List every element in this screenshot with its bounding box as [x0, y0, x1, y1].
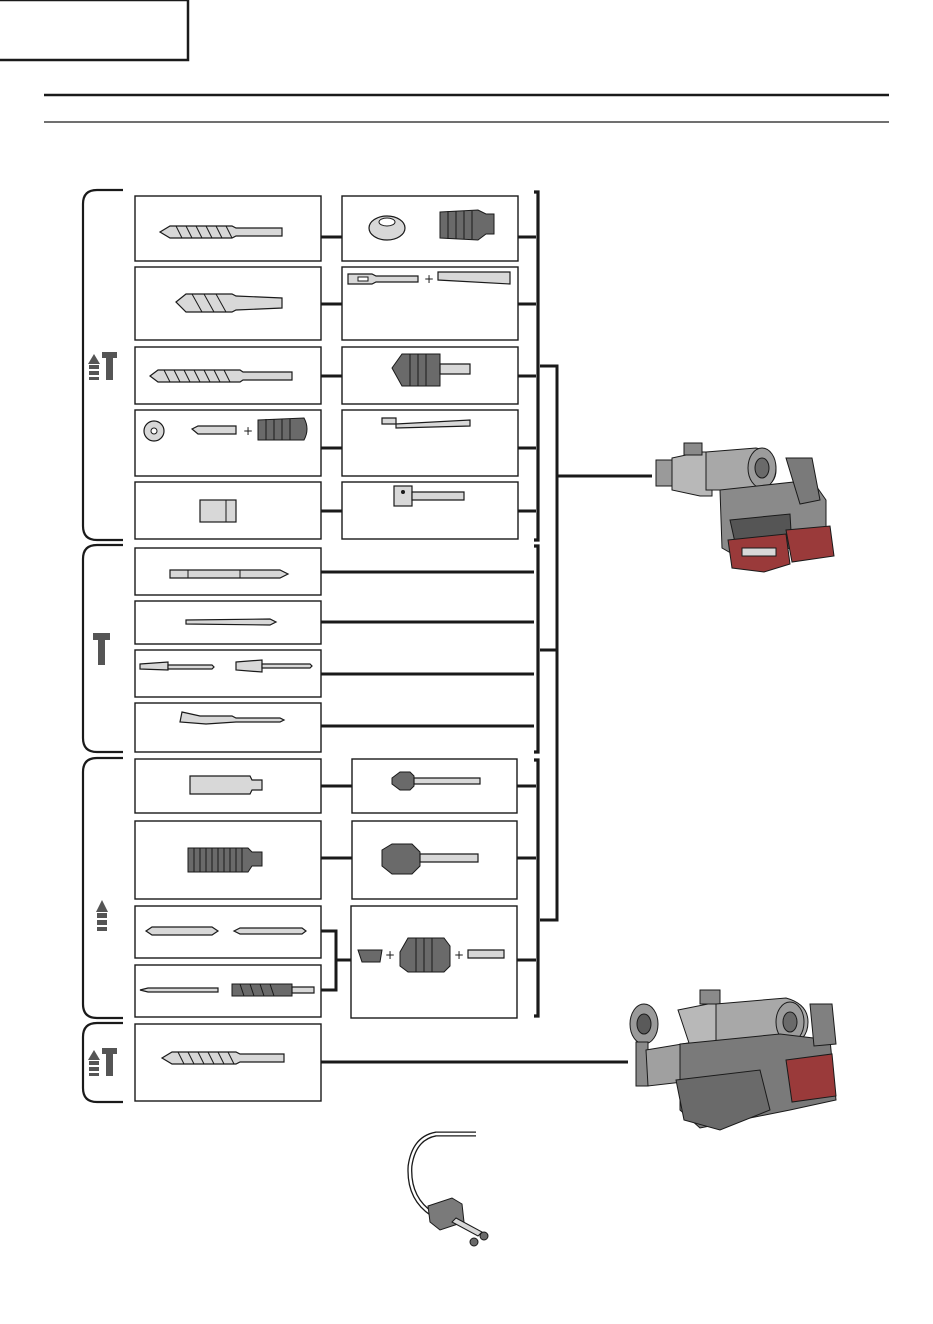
svg-text:+: + — [385, 948, 395, 962]
box-sds-plus-drill-bit — [135, 196, 321, 261]
box-chuck-with-adapter: + + — [351, 906, 517, 1018]
master-bracket — [540, 366, 557, 920]
box-drill-chuck-sds — [342, 347, 518, 404]
bus-rotation-hammer — [534, 192, 538, 540]
box-long-drill-bit — [135, 347, 321, 404]
box-hole-saw-adapter — [135, 482, 321, 539]
box-center-pin-long — [342, 410, 518, 476]
svg-text:+: + — [243, 424, 253, 438]
mode-bracket-rotation — [83, 758, 123, 1018]
svg-text:+: + — [424, 272, 434, 286]
box-sds-adapter — [352, 759, 517, 813]
side-handle-image — [410, 1134, 488, 1246]
rotary-hammer-dust-extraction-image — [630, 990, 836, 1130]
box-core-adapter — [352, 821, 517, 899]
bus-hammer — [534, 546, 538, 752]
page-corner-tab — [0, 0, 188, 60]
box-cotter-and-taper-shank-adapter: + — [342, 267, 518, 340]
svg-text:+: + — [454, 948, 464, 962]
box-threaded-core-bit — [135, 821, 321, 899]
box-center-pin-and-core-bit — [342, 196, 518, 261]
box-bull-point — [135, 548, 321, 595]
box-taper-shank-drill-bit — [135, 267, 321, 340]
box-taper-shank-adapter — [342, 482, 518, 539]
box-cold-chisels — [135, 650, 321, 697]
box-screwdriver-bits — [135, 906, 321, 958]
box-hole-core-bit — [135, 759, 321, 813]
rotary-hammer-image — [656, 443, 834, 572]
box-scoop-chisel — [135, 703, 321, 752]
box-wood-metal-drill-bits — [135, 965, 321, 1017]
bus-rotation — [534, 760, 538, 1016]
box-sds-plus-drill-bit-dust — [135, 1024, 321, 1101]
box-core-bit-set: + — [135, 410, 321, 476]
box-pointed-chisel — [135, 601, 321, 644]
